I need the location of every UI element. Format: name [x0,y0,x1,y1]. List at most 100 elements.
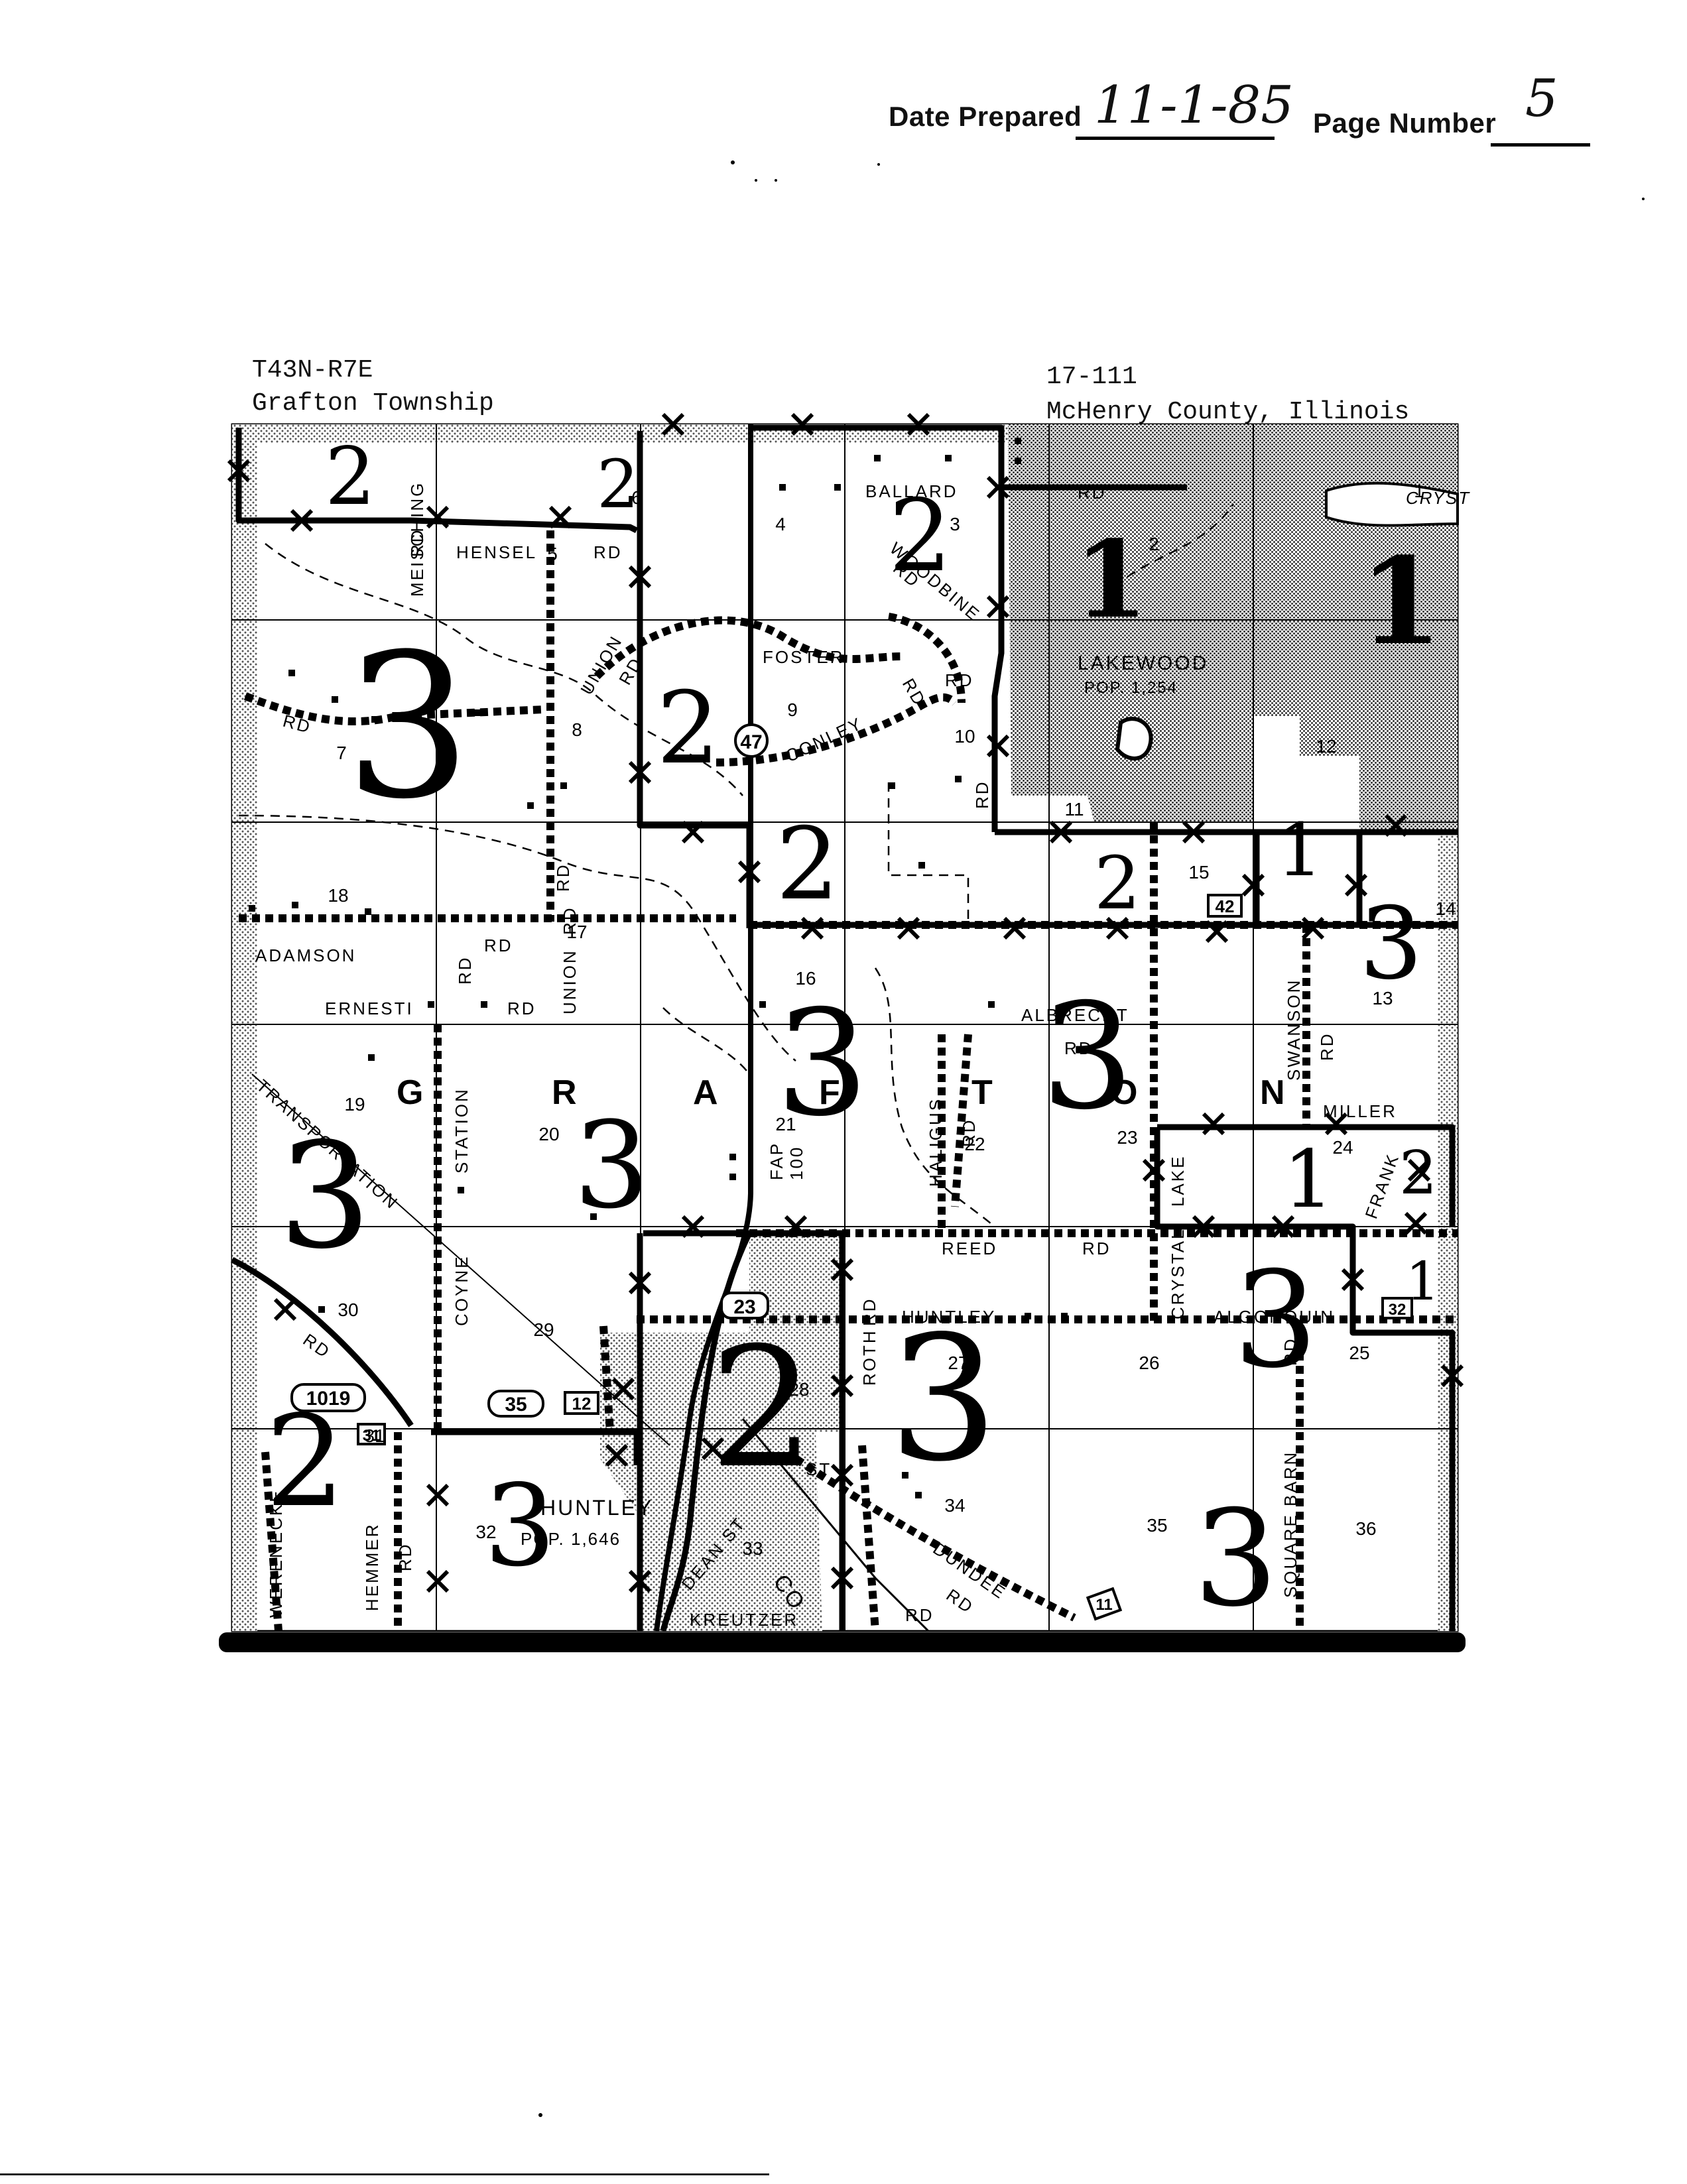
svg-text:12: 12 [572,1394,592,1414]
route-shield-35: 35 [487,1390,544,1418]
header: Date Prepared 11-1-85 Page Number 5 [889,69,1618,158]
svg-text:F: F [819,1073,840,1112]
map-baseline [219,1632,1466,1652]
zone-marks: 2 2 2 1 1 3 2 2 2 1 3 3 3 3 3 1 2 1 3 2 … [265,431,1442,1636]
svg-text:T: T [971,1073,993,1112]
label-fap: FAP [767,1142,786,1180]
zone-mark: 3 [279,1111,371,1281]
county-name: McHenry County, Illinois [1046,398,1410,426]
route-shield-31: 31 [357,1423,386,1445]
svg-text:7: 7 [336,743,347,763]
zone-mark: 2 [1399,1138,1437,1208]
township-name: Grafton Township [252,389,494,418]
zone-mark: 2 [656,671,719,786]
zone-mark: 3 [1359,886,1422,1002]
label-union-mid-rd: RD [560,906,580,935]
zone-mark: 3 [1041,972,1134,1142]
date-underline [1076,137,1275,140]
label-hensel: HENSEL [456,542,537,562]
zone-mark: 3 [1233,1243,1318,1398]
route-shield-11: 11 [1086,1587,1123,1621]
svg-text:33: 33 [742,1538,763,1559]
date-prepared-label: Date Prepared [889,101,1082,132]
svg-text:30: 30 [338,1300,358,1320]
township-code: T43N-R7E [252,356,373,385]
svg-text:O: O [1111,1073,1137,1112]
svg-text:22: 22 [964,1134,985,1154]
svg-text:12: 12 [1316,736,1336,757]
label-rd-20: RD [972,780,992,809]
zone-mark: 1 [1406,1250,1440,1312]
place-huntley-pop: POP. 1,646 [521,1529,621,1549]
label-reed-rd: RD [1082,1239,1111,1258]
zone-mark: 3 [484,1461,556,1592]
label-adamson: ADAMSON [255,945,356,965]
zone-mark: 3 [345,611,471,843]
zone-mark: 3 [776,979,869,1148]
route-shields: 47 23 35 1019 12 42 31 11 [290,723,1413,1621]
svg-text:31: 31 [363,1427,381,1445]
route-shield-12: 12 [564,1391,599,1415]
svg-text:21: 21 [775,1114,796,1134]
label-swanson-rd: RD [1317,1032,1337,1061]
label-albrecht-rd: RD [1064,1038,1093,1058]
zone-mark: 1 [1283,1134,1334,1226]
svg-text:18: 18 [328,885,348,906]
svg-text:29: 29 [533,1319,554,1340]
date-prepared-value: 11-1-85 [1094,76,1294,135]
zone-mark: 2 [710,1311,815,1504]
label-dundee-rd2: RD [905,1605,934,1625]
streams [238,503,1235,1227]
route-shield-42: 42 [1207,894,1243,918]
svg-text:15: 15 [1188,862,1209,882]
page-number-label: Page Number [1313,107,1497,139]
svg-text:9: 9 [787,699,798,720]
label-crystal: CRYSTAL [1168,1227,1188,1319]
scan-specks [538,160,1645,2117]
svg-text:1019: 1019 [306,1388,351,1410]
svg-text:28: 28 [788,1379,809,1400]
svg-text:23: 23 [1117,1127,1137,1148]
svg-text:27: 27 [948,1353,968,1373]
label-foster-rd: RD [945,670,974,690]
label-ballard: BALLARD [865,481,958,501]
label-roth-rd: RD [859,1297,879,1326]
svg-text:G: G [397,1073,423,1112]
svg-text:34: 34 [944,1495,965,1516]
place-huntley: HUNTLEY [540,1496,653,1520]
label-hensel-rd: RD [594,542,623,562]
label-lake: LAKE [1168,1155,1188,1207]
zone-mark: 2 [265,1388,345,1535]
place-crystal-lake: CRYST [1406,488,1470,508]
x-marks [227,412,1464,1593]
svg-text:16: 16 [795,968,816,989]
zone-mark: 3 [1194,1482,1278,1636]
zone-mark: 2 [1094,841,1141,926]
label-albrecht: ALBRECHT [1021,1005,1129,1025]
label-haligus-rd: RD [959,1118,979,1147]
label-miller: MILLER [1323,1101,1397,1121]
svg-text:19: 19 [344,1094,365,1115]
zone-mark: 1 [1277,808,1323,892]
zone-mark: 3 [889,1300,998,1500]
svg-text:6: 6 [631,487,642,508]
zone-mark: 2 [776,807,839,922]
label-ballard-rd: RD [1078,483,1107,503]
lakewood-lake [1115,717,1153,760]
building-dots [249,438,1068,1498]
label-rd-adamson: RD [484,936,513,955]
route-shield-1019: 1019 [290,1383,366,1412]
label-reed: REED [942,1239,997,1258]
zone-mark: 2 [889,479,952,594]
label-st: ST [806,1459,832,1479]
svg-text:23: 23 [733,1296,755,1318]
roads [239,424,1458,1632]
svg-text:11: 11 [1064,799,1084,819]
page-number-value: 5 [1525,69,1558,129]
svg-text:3: 3 [950,514,960,534]
section-numbers: 1 2 3 4 5 6 7 8 9 10 11 12 13 14 15 16 1… [328,481,1456,1559]
border-stipple-left [232,424,257,1631]
svg-text:42: 42 [1216,896,1235,916]
svg-text:32: 32 [475,1522,496,1542]
